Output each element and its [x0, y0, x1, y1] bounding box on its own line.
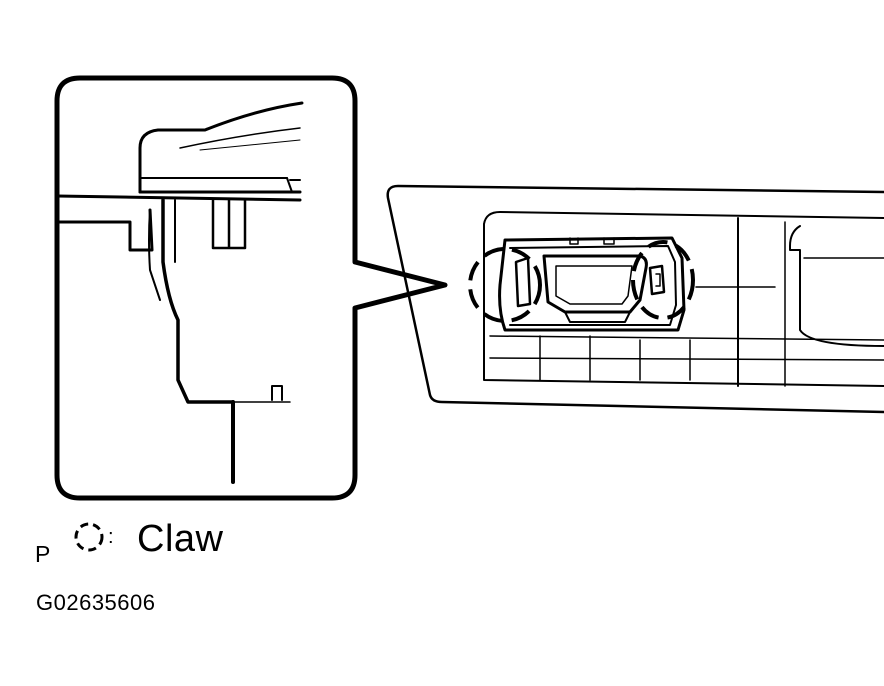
detail-callout: [54, 75, 448, 501]
legend-symbol-colon: :: [108, 526, 114, 548]
legend-label: Claw: [137, 518, 224, 560]
legend-marker: P: [35, 541, 51, 567]
dashed-circle-icon: :: [74, 522, 114, 552]
claw-marker-right: [631, 240, 695, 320]
panel-view: [386, 184, 884, 414]
detail-view: [55, 101, 304, 484]
figure-code: G02635606: [36, 590, 156, 615]
claw-marker-left: [468, 247, 542, 323]
